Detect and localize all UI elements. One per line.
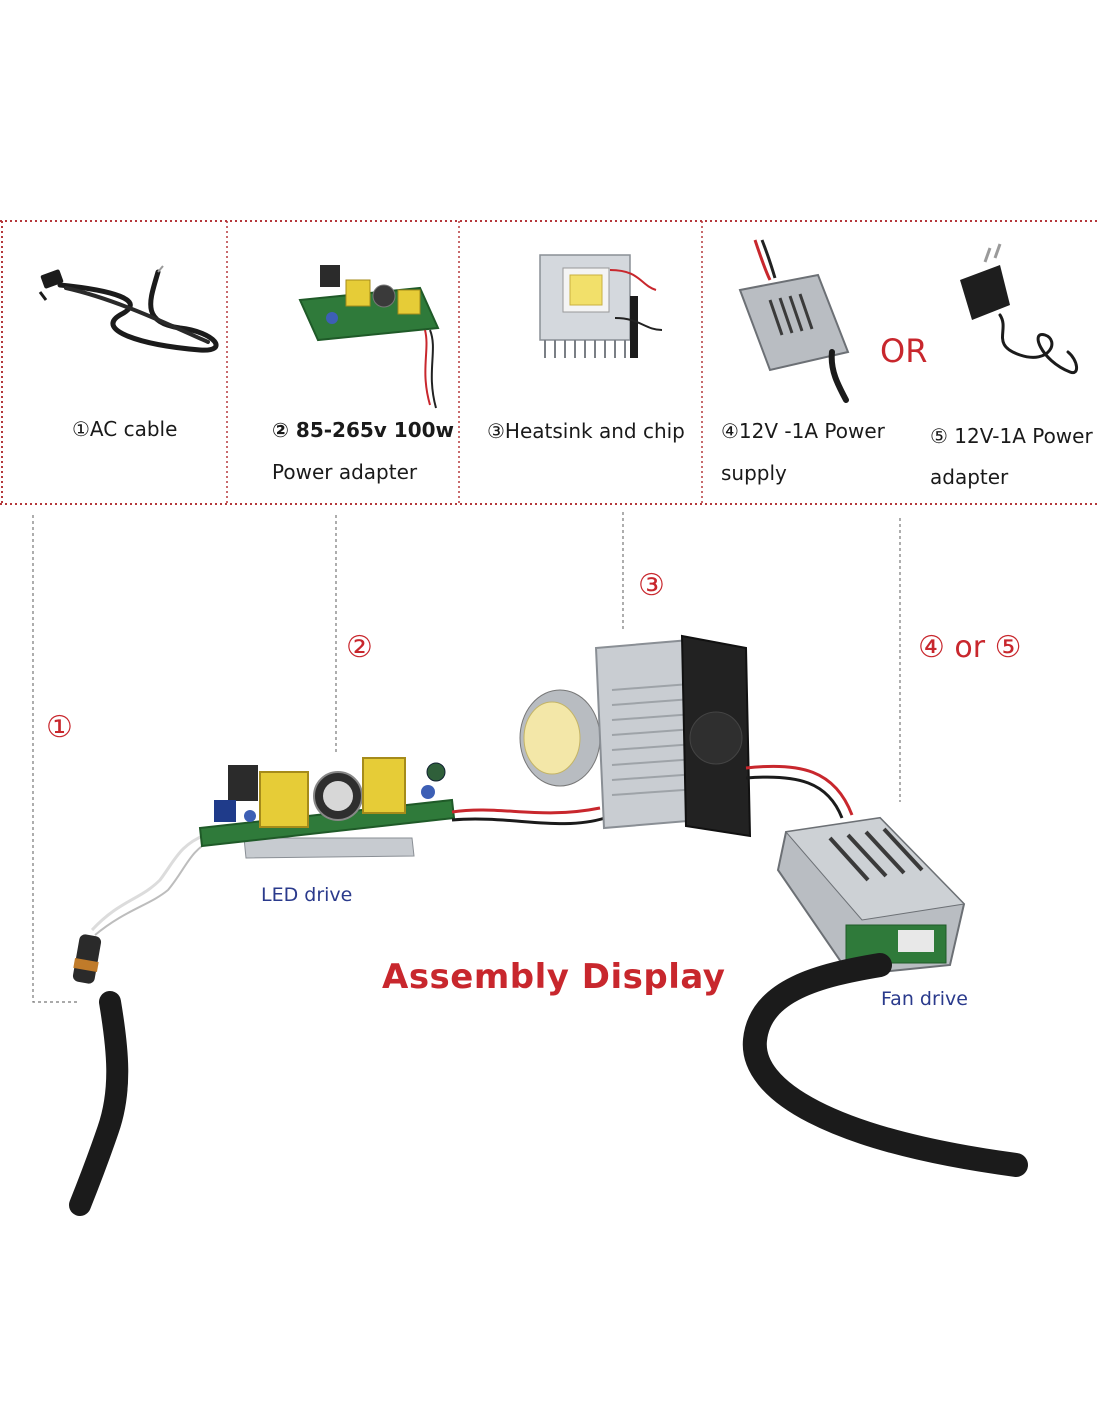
fan-drive-supply bbox=[776, 816, 966, 977]
assembly-ac-cable bbox=[69, 833, 213, 1216]
or-label: OR bbox=[880, 332, 928, 370]
led-drive-board bbox=[198, 757, 456, 859]
marker-4-or-5: ④ or ⑤ bbox=[918, 630, 1022, 665]
marker-2: ② bbox=[346, 630, 373, 665]
assembly-title: Assembly Display bbox=[382, 957, 726, 997]
power-adapter-12v-image bbox=[960, 243, 1078, 375]
label-power-adapter-12v-line1: ⑤ 12V-1A Power bbox=[930, 424, 1093, 448]
leader-lines bbox=[32, 512, 901, 1003]
label-power-adapter-12v-line2: adapter bbox=[930, 465, 1009, 489]
led-drive-wires bbox=[451, 806, 606, 826]
label-power-adapter-100w-line1: ② 85-265v 100w bbox=[272, 418, 455, 442]
power-supply-12v-image bbox=[738, 239, 850, 403]
label-power-supply-12v-line2: supply bbox=[721, 461, 787, 485]
led-drive-label: LED drive bbox=[261, 884, 353, 906]
label-ac-cable: ①AC cable bbox=[72, 417, 178, 441]
marker-1: ① bbox=[46, 710, 73, 745]
heatsink-chip-image bbox=[539, 254, 663, 358]
ac-cable-image bbox=[38, 265, 219, 353]
label-power-supply-12v-line1: ④12V -1A Power bbox=[721, 419, 885, 443]
label-heatsink-chip: ③Heatsink and chip bbox=[487, 419, 685, 443]
heatsink-assembly bbox=[519, 634, 752, 838]
fan-wires bbox=[745, 764, 854, 819]
fan-drive-cable bbox=[742, 953, 1028, 1177]
marker-3: ③ bbox=[638, 568, 665, 603]
label-power-adapter-100w-line2: Power adapter bbox=[272, 460, 418, 484]
fan-drive-label: Fan drive bbox=[881, 988, 968, 1010]
component-box bbox=[0, 220, 1100, 505]
power-adapter-100w-image bbox=[298, 265, 440, 409]
